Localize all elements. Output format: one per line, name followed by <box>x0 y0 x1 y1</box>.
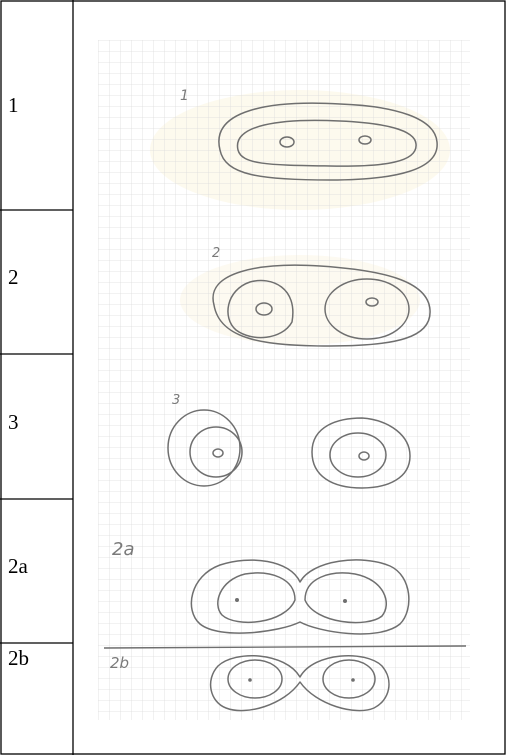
row-label-2a: 2a <box>8 554 29 578</box>
sketch-2: 2 <box>212 246 431 347</box>
row-label-2: 2 <box>8 265 19 289</box>
sketch-label-2b: 2b <box>110 654 129 672</box>
row-labels: 1 2 3 2a 2b <box>8 93 29 670</box>
sketch-label-2a: 2a <box>112 539 134 560</box>
sketch-separator <box>103 645 467 649</box>
sketch-label-1: 1 <box>180 88 189 104</box>
sketch-label-3: 3 <box>172 393 180 408</box>
sketch-2b: 2b <box>110 654 390 712</box>
sketch-2a: 2a <box>112 539 410 635</box>
row-label-1: 1 <box>8 93 19 117</box>
sketch-label-2: 2 <box>212 246 220 261</box>
row-label-2b: 2b <box>8 646 29 670</box>
sketch-1: 1 <box>180 88 438 181</box>
graph-paper <box>98 40 470 720</box>
sketch-3: 3 <box>167 393 411 489</box>
row-label-3: 3 <box>8 410 19 434</box>
